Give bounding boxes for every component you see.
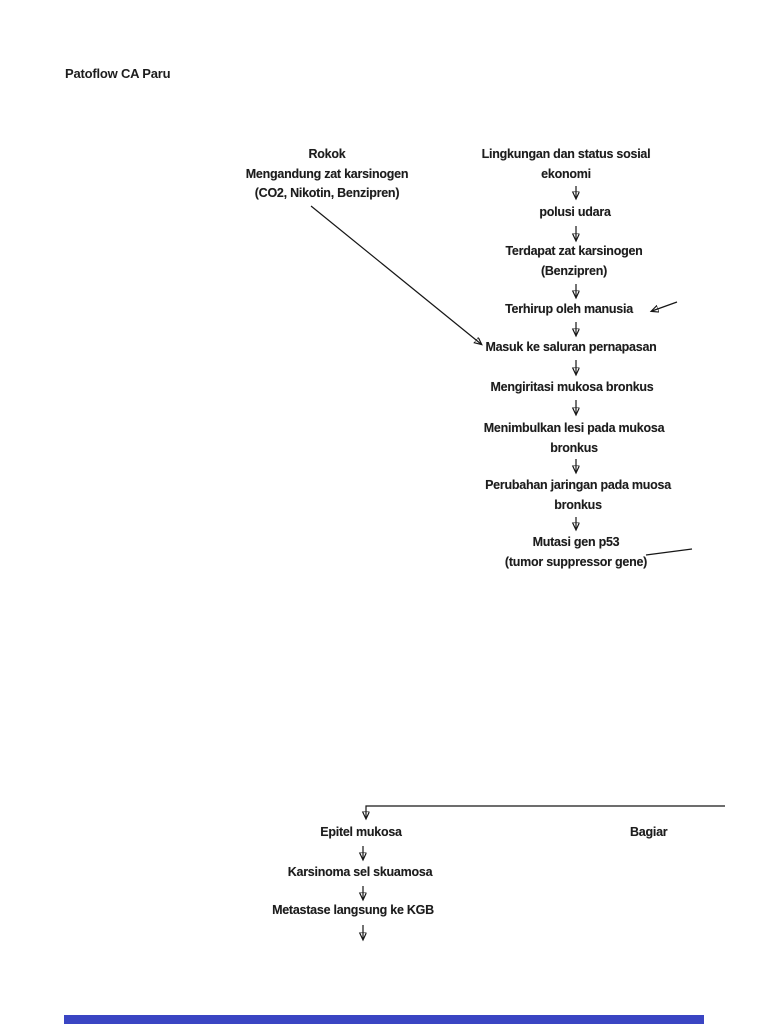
- node-metastase-kgb: Metastase langsung ke KGB: [272, 901, 434, 921]
- node-bagian-clipped: Bagiar: [630, 823, 668, 843]
- node-rokok-line1: Rokok: [308, 147, 346, 161]
- node-polusi-udara: polusi udara: [539, 203, 611, 223]
- node-terdapat-karsinogen-line2: (Benzipren): [540, 263, 607, 278]
- node-mengiritasi: Mengiritasi mukosa bronkus: [491, 378, 654, 398]
- node-mengiritasi-line1: Mengiritasi mukosa bronkus: [490, 380, 654, 394]
- node-masuk-saluran: Masuk ke saluran pernapasan: [485, 338, 656, 358]
- node-perubahan-jaringan: Perubahan jaringan pada muosa bronkus: [485, 476, 671, 515]
- node-rokok: Rokok Mengandung zat karsinogen (CO2, Ni…: [246, 145, 409, 204]
- node-metastase-kgb-line1: Metastase langsung ke KGB: [272, 903, 434, 917]
- node-polusi-udara-line1: polusi udara: [539, 205, 611, 219]
- node-mutasi-p53: Mutasi gen p53 (tumor suppressor gene): [505, 533, 647, 572]
- node-terhirup-line1: Terhirup oleh manusia: [505, 302, 633, 316]
- annotation-arrow-terhirup: [652, 301, 678, 311]
- node-lingkungan: Lingkungan dan status sosial ekonomi: [482, 145, 651, 184]
- node-rokok-line3: (CO2, Nikotin, Benzipren): [254, 186, 400, 200]
- next-page-edge: [64, 1015, 704, 1024]
- node-lingkungan-line1: Lingkungan dan status sosial: [481, 147, 651, 161]
- node-menimbulkan-lesi-line2: bronkus: [550, 440, 598, 455]
- node-menimbulkan-lesi: Menimbulkan lesi pada mukosa bronkus: [484, 419, 665, 458]
- node-karsinoma-line1: Karsinoma sel skuamosa: [287, 865, 433, 879]
- branch-line-bottom: [366, 805, 725, 818]
- node-masuk-saluran-line1: Masuk ke saluran pernapasan: [485, 340, 657, 354]
- node-mutasi-p53-line2: (tumor suppressor gene): [504, 554, 648, 569]
- node-perubahan-jaringan-line2: bronkus: [554, 497, 602, 512]
- node-mutasi-p53-line1: Mutasi gen p53: [532, 535, 620, 549]
- node-epitel-mukosa-line1: Epitel mukosa: [320, 825, 402, 839]
- node-perubahan-jaringan-line1: Perubahan jaringan pada muosa: [485, 478, 671, 492]
- node-rokok-line2: Mengandung zat karsinogen: [245, 166, 409, 181]
- annotation-dash-mutasi: [645, 548, 693, 556]
- node-lingkungan-line2: ekonomi: [541, 166, 591, 181]
- node-terhirup: Terhirup oleh manusia: [505, 300, 633, 320]
- node-terdapat-karsinogen-line1: Terdapat zat karsinogen: [505, 244, 643, 258]
- node-karsinoma: Karsinoma sel skuamosa: [288, 863, 433, 883]
- node-menimbulkan-lesi-line1: Menimbulkan lesi pada mukosa: [483, 421, 665, 435]
- page-title: Patoflow CA Paru: [65, 66, 171, 81]
- node-epitel-mukosa: Epitel mukosa: [320, 823, 402, 843]
- node-bagian-clipped-line1: Bagiar: [630, 825, 668, 839]
- node-terdapat-karsinogen: Terdapat zat karsinogen (Benzipren): [505, 242, 642, 281]
- arrow-rokok-diagonal: [310, 205, 481, 344]
